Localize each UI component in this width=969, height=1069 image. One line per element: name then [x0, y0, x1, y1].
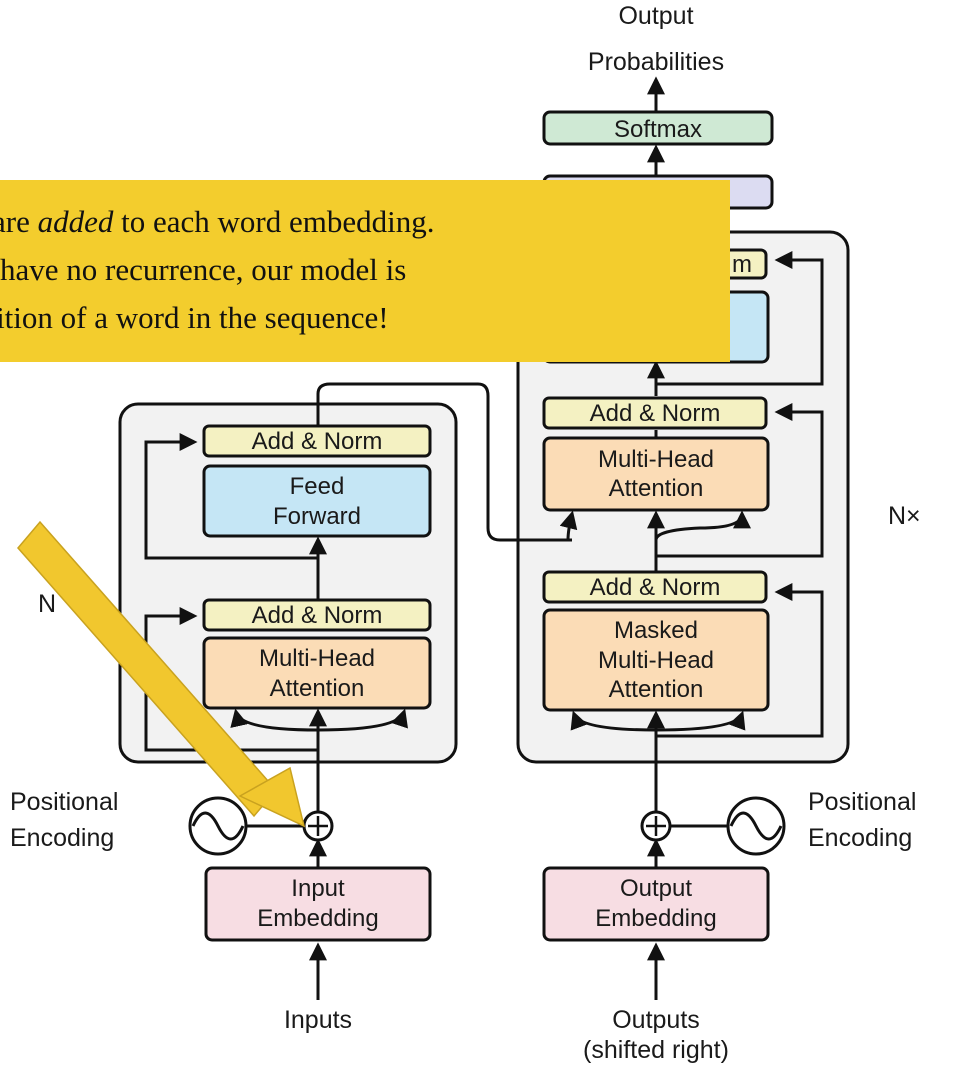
decoder-masked-label2: Multi-Head [598, 647, 714, 674]
encoder-self-attention [202, 636, 432, 710]
pos-enc-right-line2: Encoding [808, 824, 912, 852]
enc-attn-q [317, 708, 408, 732]
callout-text: are added to each word embedding. have n… [0, 198, 730, 342]
decoder-masked-label3: Attention [609, 676, 704, 703]
decoder-residual-low [656, 583, 824, 738]
callout-line1-post: to each word embedding. [113, 204, 435, 239]
encoder-mha-label1: Multi-Head [259, 645, 375, 672]
output-probabilities-line1: Output [618, 2, 693, 30]
dec-masked-k [570, 710, 657, 732]
input-embedding-label2: Embedding [257, 905, 378, 932]
output-probabilities-line2: Probabilities [588, 48, 724, 76]
encoder-feed-forward [202, 464, 432, 538]
decoder-add-norm-mid-label: Add & Norm [590, 400, 721, 427]
yellow-pointer-arrow [17, 520, 306, 828]
softmax-box [542, 110, 774, 146]
encoder-add-norm-upper-label: Add & Norm [252, 428, 383, 455]
decoder-add-norm-top-label: m [732, 251, 752, 278]
encoder-residual-upper [144, 433, 318, 560]
nx-right-label: N× [888, 502, 921, 530]
pos-enc-left-line2: Encoding [10, 824, 114, 852]
callout-line1: are added to each word embedding. [0, 198, 730, 246]
decoder-masked-label1: Masked [614, 617, 698, 644]
outputs-label-line2: (shifted right) [583, 1036, 729, 1064]
encoder-to-decoder-path [316, 382, 572, 542]
input-embedding-box [204, 866, 432, 942]
decoder-add-norm-mid [542, 396, 768, 430]
decoder-add-norm-low-label: Add & Norm [590, 574, 721, 601]
decoder-masked-attention [542, 608, 770, 712]
input-embedding-label1: Input [291, 875, 345, 902]
callout-line1-emphasis: added [37, 204, 114, 239]
callout-line1-pre: are [0, 204, 30, 239]
sine-wave-left-curve [191, 811, 245, 841]
callout-line2: have no recurrence, our model is [0, 252, 407, 287]
dec-masked-q [655, 710, 746, 732]
nx-left-label: N [38, 590, 56, 618]
dec-cross-q [654, 510, 751, 556]
softmax-label: Softmax [614, 116, 702, 143]
output-embedding-box [542, 866, 770, 942]
output-embedding-label1: Output [620, 875, 692, 902]
decoder-cross-attention-label2: Attention [609, 475, 704, 502]
inputs-label: Inputs [284, 1006, 352, 1034]
dec-cross-k [559, 510, 578, 541]
decoder-residual-top [656, 251, 824, 386]
encoder-add-norm-lower [202, 598, 432, 632]
sine-wave-right-curve [729, 811, 783, 841]
encoder-ff-label2: Forward [273, 503, 361, 530]
callout-box [0, 180, 730, 362]
callout-line3: sition of a word in the sequence! [0, 300, 389, 335]
output-embedding-label2: Embedding [595, 905, 716, 932]
outputs-label-line1: Outputs [612, 1006, 700, 1034]
encoder-ff-label1: Feed [290, 473, 345, 500]
decoder-cross-attention [542, 436, 770, 512]
encoder-mha-label2: Attention [270, 675, 365, 702]
decoder-cross-attention-label1: Multi-Head [598, 446, 714, 473]
pos-enc-right-line1: Positional [808, 788, 916, 816]
encoder-add-norm-upper [202, 424, 432, 458]
enc-attn-k [230, 708, 319, 732]
decoder-residual-mid [656, 403, 824, 558]
pos-enc-left-line1: Positional [10, 788, 118, 816]
yellow-arrow-head [238, 766, 306, 828]
encoder-add-norm-lower-label: Add & Norm [252, 602, 383, 629]
